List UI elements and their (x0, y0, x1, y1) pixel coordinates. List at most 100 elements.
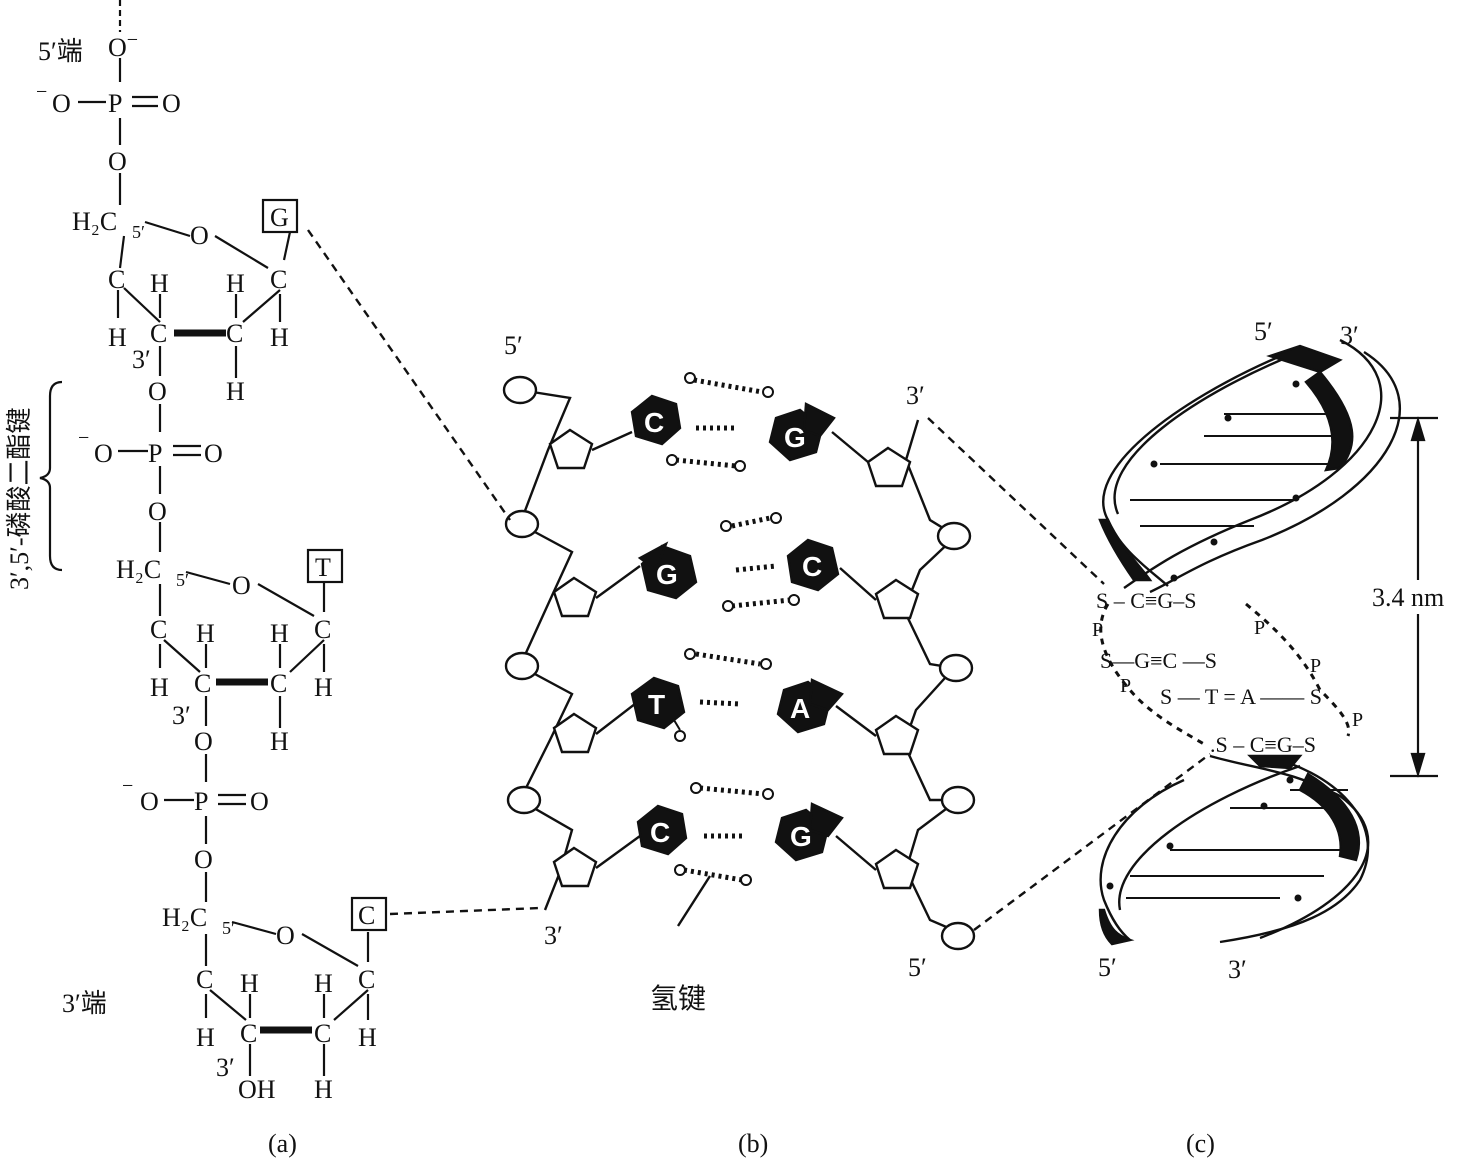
svg-text:O: O (194, 727, 213, 756)
svg-text:O: O (276, 921, 295, 950)
svg-text:H: H (270, 727, 289, 756)
svg-text:5′: 5′ (132, 222, 145, 242)
svg-text:C: C (240, 1019, 257, 1048)
svg-text:P: P (1352, 709, 1363, 731)
svg-text:H: H (358, 1023, 377, 1052)
svg-text:C: C (196, 965, 213, 994)
svg-text:H: H (226, 377, 245, 406)
svg-text:H₂C: H₂C (116, 555, 161, 584)
svg-text:−: − (36, 81, 47, 103)
svg-text:5′: 5′ (1254, 317, 1273, 346)
svg-text:P: P (1254, 617, 1265, 639)
svg-text:C: C (358, 965, 375, 994)
helix-pitch-label: 3.4 nm (1372, 583, 1444, 612)
svg-text:3′: 3′ (172, 701, 191, 730)
svg-text:H: H (314, 673, 333, 702)
svg-text:3′: 3′ (216, 1053, 235, 1082)
svg-text:5′: 5′ (222, 918, 235, 938)
pair2-left-base: G (656, 559, 678, 590)
svg-text:P: P (148, 439, 162, 468)
svg-text:C: C (194, 669, 211, 698)
panel-c-double-helix (1098, 338, 1438, 946)
h2c-1: H₂C (72, 207, 117, 236)
svg-text:O: O (232, 571, 251, 600)
rung-1: S – C≡G–S (1096, 588, 1196, 613)
terminal-oh: OH (238, 1075, 276, 1104)
svg-text:C: C (108, 265, 125, 294)
svg-text:O: O (140, 787, 159, 816)
svg-text:C: C (314, 615, 331, 644)
phosphate-p-1: P (108, 89, 122, 118)
svg-text:C: C (314, 1019, 331, 1048)
svg-text:H: H (150, 673, 169, 702)
svg-text:5′: 5′ (504, 331, 523, 360)
panel-connectors (307, 229, 1211, 931)
svg-text:H: H (196, 1023, 215, 1052)
caption-c: (c) (1186, 1129, 1215, 1158)
panel-c-labels: 5′ 3′ S – C≡G–S S—G≡C —S S — T = A —— S … (1092, 317, 1444, 1158)
svg-text:3′: 3′ (1228, 955, 1247, 984)
svg-text:5′: 5′ (1098, 953, 1117, 982)
base-T: T (315, 553, 331, 582)
panel-b-labels: 5′ 3′ 3′ 5′ 氢键 (b) (504, 331, 927, 1158)
svg-text:H: H (108, 323, 127, 352)
svg-text:−: − (122, 775, 133, 797)
svg-text:C: C (270, 669, 287, 698)
svg-text:H: H (270, 619, 289, 648)
base-G: G (270, 203, 289, 232)
svg-text:C: C (270, 265, 287, 294)
svg-text:H: H (270, 323, 289, 352)
phosphate-o-1: O (52, 89, 71, 118)
bridge-o-1: O (108, 147, 127, 176)
svg-text:H: H (150, 269, 169, 298)
svg-text:H: H (240, 969, 259, 998)
svg-text:C: C (150, 615, 167, 644)
phosphate-double-o-1: O (162, 89, 181, 118)
svg-text:−: − (78, 427, 89, 449)
svg-text:5′: 5′ (908, 953, 927, 982)
panel-b-ladder: C G G C T A C G (502, 372, 976, 951)
svg-text:O: O (194, 845, 213, 874)
pair1-right-base: G (784, 422, 806, 453)
ring-o-1: O (190, 221, 209, 250)
svg-text:O: O (94, 439, 113, 468)
svg-text:O: O (148, 497, 167, 526)
svg-text:P: P (1120, 675, 1131, 697)
base-C: C (358, 901, 375, 930)
pair3-right-base: A (790, 693, 810, 724)
svg-text:O: O (250, 787, 269, 816)
pair2-right-base: C (802, 551, 822, 582)
rung-3: S — T = A —— S (1160, 684, 1322, 709)
o-minus-top: O− (108, 29, 138, 62)
svg-text:C: C (150, 319, 167, 348)
phosphodiester-bond-label: 3′,5′-磷酸二酯键 (5, 407, 34, 590)
svg-text:H: H (196, 619, 215, 648)
rung-4: .S – C≡G–S (1210, 732, 1316, 757)
svg-text:P: P (194, 787, 208, 816)
svg-text:5′: 5′ (176, 570, 189, 590)
svg-text:3′: 3′ (132, 345, 151, 374)
pair4-left-base: C (650, 817, 670, 848)
caption-b: (b) (738, 1129, 768, 1158)
pair3-left-base: T (648, 689, 665, 720)
svg-text:3′: 3′ (544, 921, 563, 950)
svg-text:P: P (1310, 655, 1321, 677)
caption-a: (a) (268, 1129, 297, 1158)
pair4-right-base: G (790, 821, 812, 852)
five-prime-end-label: 5′端 (38, 37, 83, 66)
svg-text:C: C (226, 319, 243, 348)
svg-text:H: H (314, 1075, 333, 1104)
svg-text:H: H (226, 269, 245, 298)
rung-2: S—G≡C —S (1100, 648, 1217, 673)
svg-text:H₂C: H₂C (162, 903, 207, 932)
svg-text:O: O (148, 377, 167, 406)
svg-text:P: P (1092, 619, 1103, 641)
panel-a-chemical-structure (39, 0, 388, 1076)
three-prime-end-label: 3′端 (62, 989, 107, 1018)
svg-text:3′: 3′ (1340, 321, 1359, 350)
svg-text:O: O (204, 439, 223, 468)
svg-text:H: H (314, 969, 333, 998)
panel-a-labels: 5′端 O− − O P O O H₂C 5′ O G C C H H H C … (5, 29, 377, 1158)
pair1-left-base: C (644, 407, 664, 438)
